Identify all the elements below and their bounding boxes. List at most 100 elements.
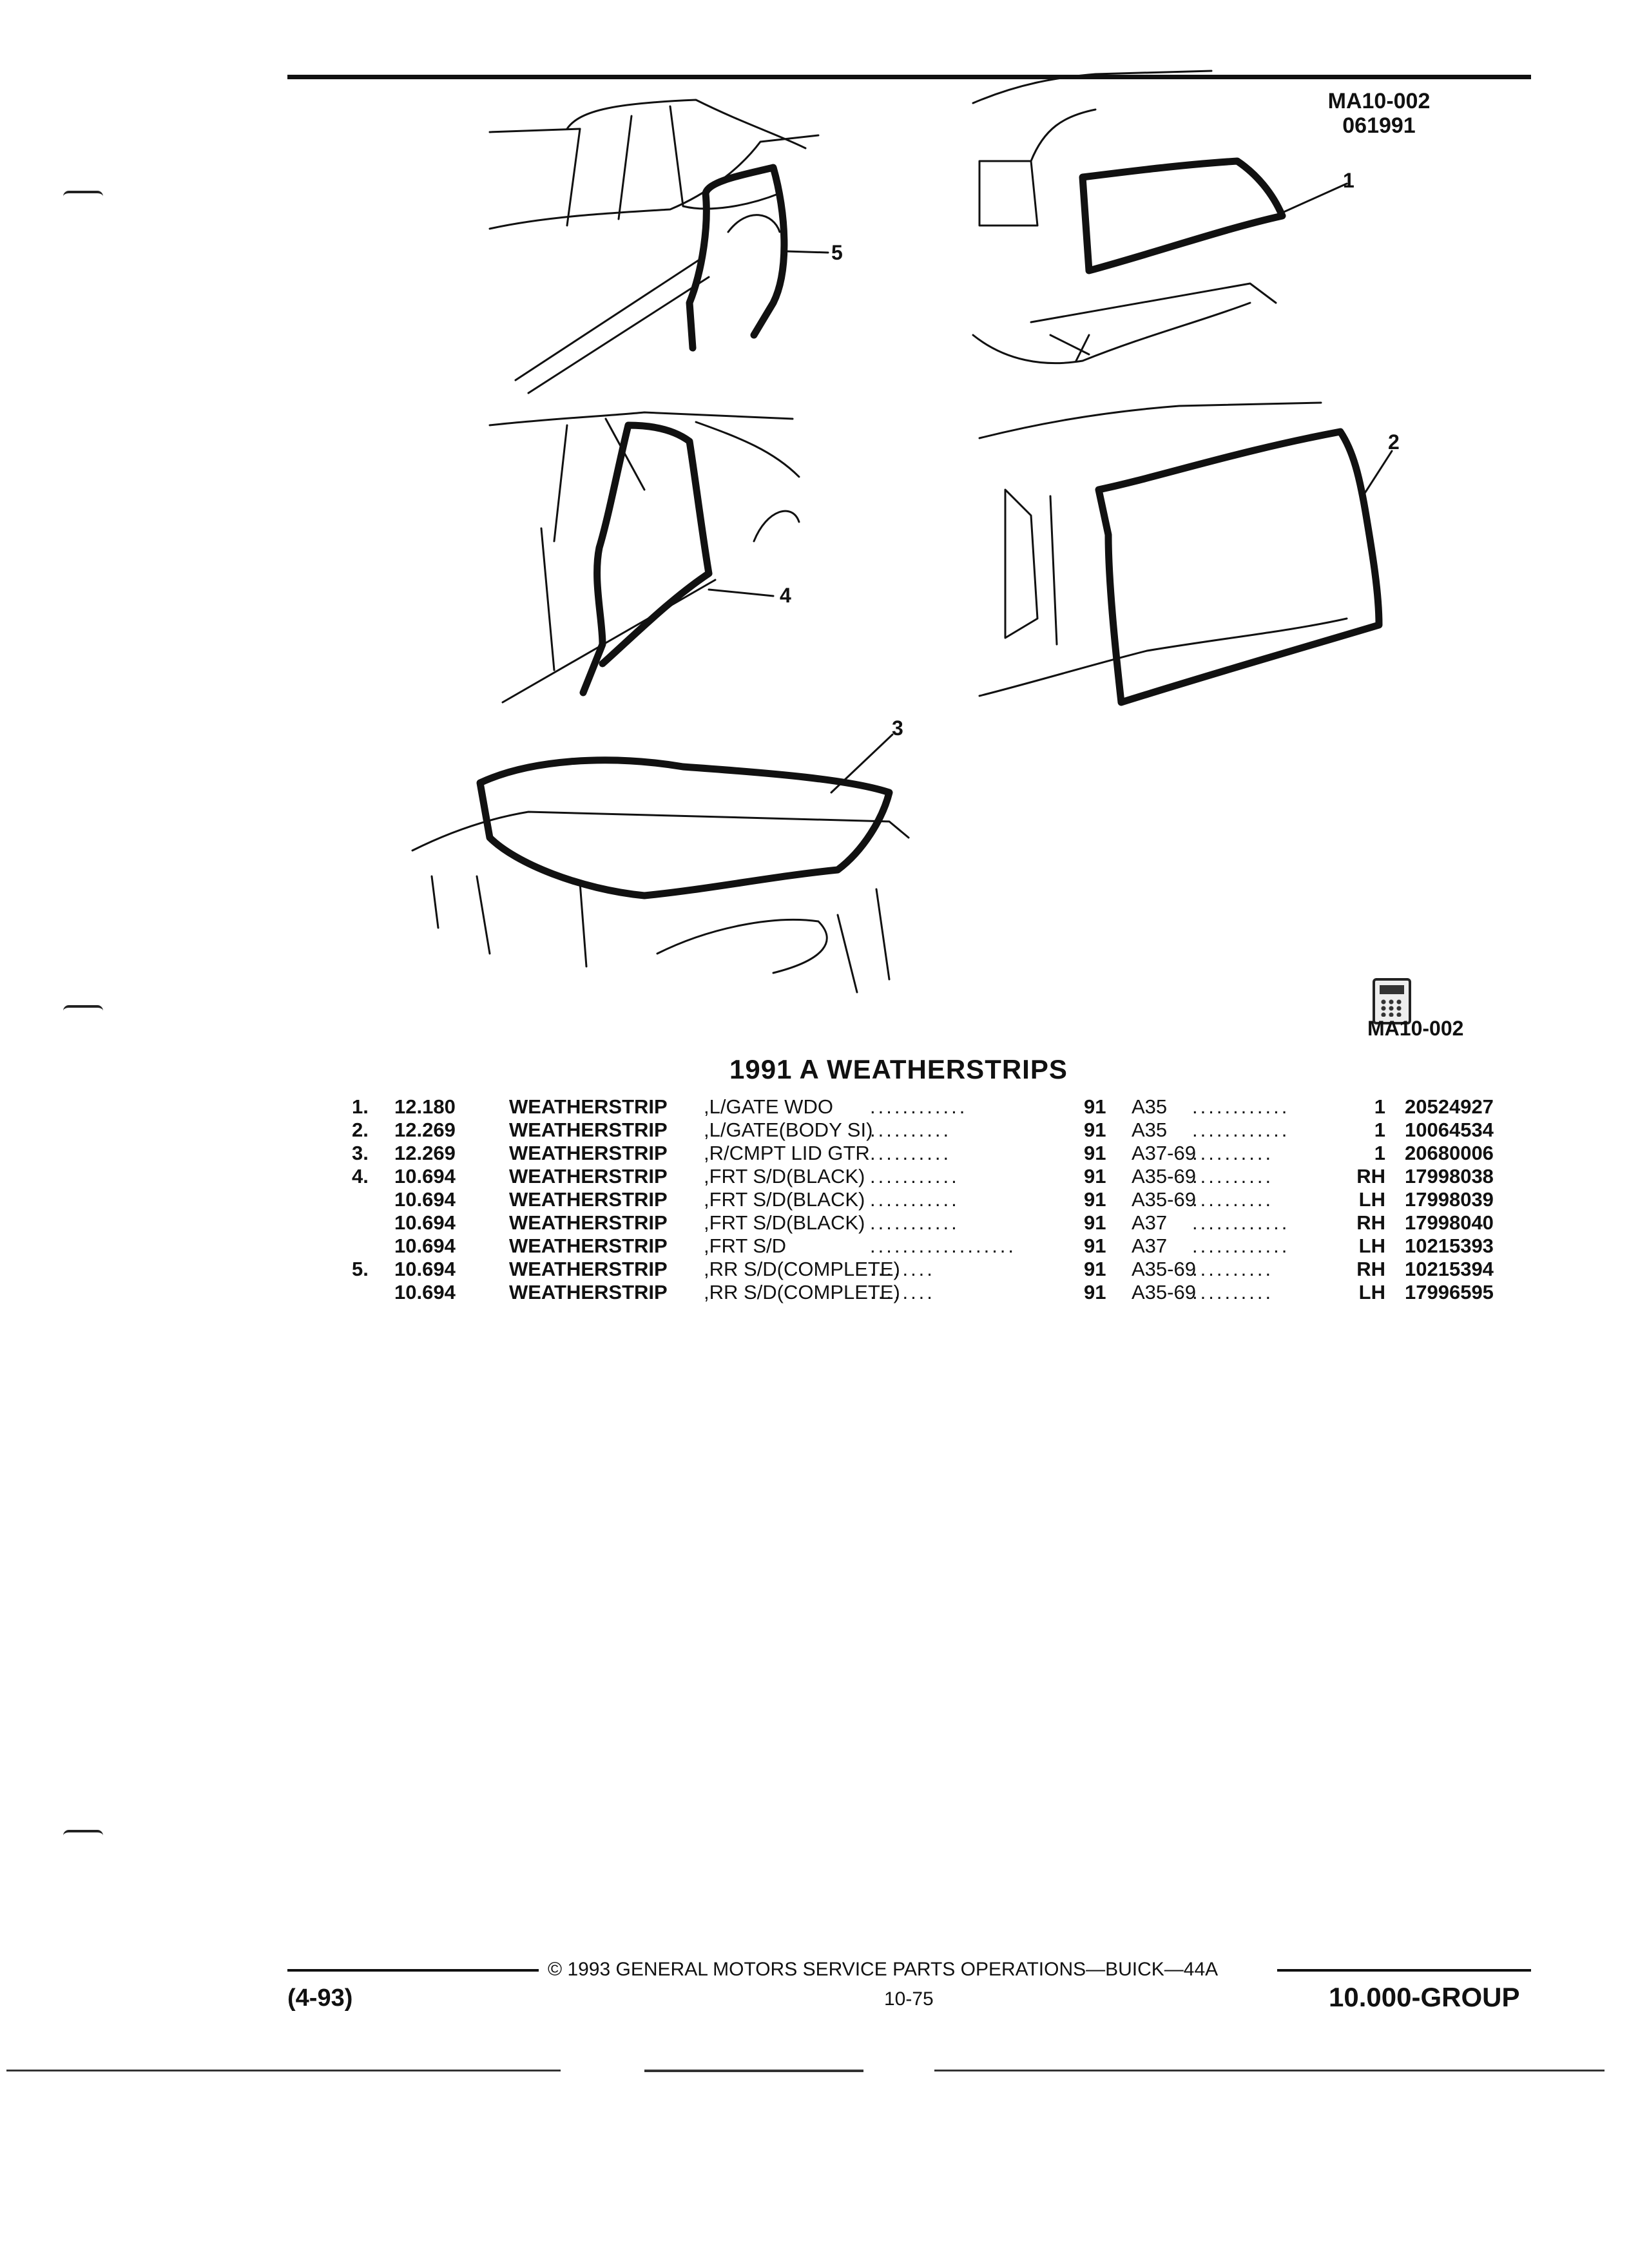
group-number: 10.694 — [394, 1235, 456, 1257]
quantity: LH — [1358, 1188, 1385, 1211]
item-number: 4. — [352, 1165, 369, 1187]
model-code: A35-69 — [1132, 1188, 1196, 1211]
part-row: 10.694 WEATHERSTRIP ,FRT S/D ...........… — [0, 1235, 1629, 1258]
scan-edge-line — [6, 2070, 561, 2071]
group-number: 12.180 — [394, 1095, 456, 1118]
quantity: RH — [1356, 1211, 1385, 1234]
dot-leader: ............ — [1192, 1095, 1290, 1118]
part-number: 20524927 — [1405, 1095, 1494, 1118]
part-name: WEATHERSTRIP — [509, 1119, 668, 1141]
model-year: 91 — [1084, 1095, 1106, 1118]
part-description: ,FRT S/D(BLACK) — [704, 1211, 865, 1234]
dot-leader: ............ — [1192, 1119, 1290, 1141]
footer-rule-left — [287, 1969, 539, 1972]
model-year: 91 — [1084, 1188, 1106, 1211]
dot-leader: ........ — [870, 1258, 935, 1280]
dot-leader: ............ — [1192, 1211, 1290, 1234]
hole-punch-mark — [63, 191, 103, 197]
cargo-opening-drawing — [978, 401, 1348, 697]
liftgate-window-drawing — [972, 70, 1277, 365]
hole-punch-mark — [63, 1005, 103, 1011]
part-number: 17998038 — [1405, 1165, 1494, 1187]
page-number: 10-75 — [884, 1988, 934, 2010]
group-number: 10.694 — [394, 1211, 456, 1234]
dot-leader: .......... — [1192, 1142, 1274, 1164]
dot-leader: ........ — [870, 1281, 935, 1303]
part-description: ,FRT S/D — [704, 1235, 787, 1257]
footer-date: (4-93) — [287, 1984, 353, 2012]
part-description: ,L/GATE WDO — [704, 1095, 833, 1118]
quantity: RH — [1356, 1258, 1385, 1280]
rear-door-drawing — [488, 99, 820, 394]
callout-5: 5 — [831, 241, 843, 264]
part-number: 17998039 — [1405, 1188, 1494, 1211]
dot-leader: .......... — [1192, 1165, 1274, 1187]
part-number: 17998040 — [1405, 1211, 1494, 1234]
model-year: 91 — [1084, 1235, 1106, 1257]
part-number: 17996595 — [1405, 1281, 1494, 1303]
part-row: 4. 10.694 WEATHERSTRIP ,FRT S/D(BLACK) .… — [0, 1165, 1629, 1188]
part-description: ,RR S/D(COMPLETE) — [704, 1281, 900, 1303]
rear-door-weatherstrip — [686, 164, 788, 352]
group-number: 12.269 — [394, 1142, 456, 1164]
part-name: WEATHERSTRIP — [509, 1211, 668, 1234]
part-row: 2. 12.269 WEATHERSTRIP ,L/GATE(BODY SI) … — [0, 1119, 1629, 1142]
part-name: WEATHERSTRIP — [509, 1235, 668, 1257]
part-description: ,L/GATE(BODY SI) — [704, 1119, 873, 1141]
callout-4: 4 — [780, 584, 791, 607]
item-number: 3. — [352, 1142, 369, 1164]
part-name: WEATHERSTRIP — [509, 1095, 668, 1118]
group-number: 10.694 — [394, 1188, 456, 1211]
figure-codes: MA10-002 061991 — [1315, 89, 1443, 138]
model-year: 91 — [1084, 1165, 1106, 1187]
group-number: 12.269 — [394, 1119, 456, 1141]
scan-edge-line — [934, 2070, 1605, 2071]
callout-2: 2 — [1388, 430, 1400, 454]
dot-leader: ............ — [1192, 1235, 1290, 1257]
scan-edge-line — [644, 2070, 863, 2072]
dot-leader: .......... — [870, 1119, 952, 1141]
weatherstrip-illustration — [411, 70, 1393, 994]
calculator-icon — [1373, 978, 1411, 1024]
dot-leader: ............ — [870, 1095, 968, 1118]
cargo-opening-weatherstrip — [1095, 428, 1383, 706]
dot-leader: .......... — [1192, 1281, 1274, 1303]
quantity: RH — [1356, 1165, 1385, 1187]
top-rule — [287, 75, 1531, 79]
model-year: 91 — [1084, 1211, 1106, 1234]
group-number: 10.694 — [394, 1258, 456, 1280]
dot-leader: ........... — [870, 1188, 959, 1211]
part-row: 10.694 WEATHERSTRIP ,FRT S/D(BLACK) ....… — [0, 1188, 1629, 1211]
model-code: A37 — [1132, 1235, 1168, 1257]
footer-copyright: © 1993 GENERAL MOTORS SERVICE PARTS OPER… — [548, 1959, 1219, 1980]
dot-leader: ........... — [870, 1211, 959, 1234]
part-description: ,FRT S/D(BLACK) — [704, 1188, 865, 1211]
liftgate-window-weatherstrip — [1079, 157, 1286, 274]
part-row: 3. 12.269 WEATHERSTRIP ,R/CMPT LID GTR .… — [0, 1142, 1629, 1165]
model-year: 91 — [1084, 1142, 1106, 1164]
model-year: 91 — [1084, 1119, 1106, 1141]
part-name: WEATHERSTRIP — [509, 1188, 668, 1211]
item-number: 1. — [352, 1095, 369, 1118]
trunk-lid-drawing — [411, 811, 910, 994]
dot-leader: .................. — [870, 1235, 1017, 1257]
figure-code: MA10-002 — [1327, 89, 1431, 113]
model-year: 91 — [1084, 1258, 1106, 1280]
model-code: A37-69 — [1132, 1142, 1196, 1164]
part-description: ,FRT S/D(BLACK) — [704, 1165, 865, 1187]
part-row: 5. 10.694 WEATHERSTRIP ,RR S/D(COMPLETE)… — [0, 1258, 1629, 1281]
item-number: 2. — [352, 1119, 369, 1141]
callout-1: 1 — [1343, 169, 1354, 192]
part-number: 10215393 — [1405, 1235, 1494, 1257]
footer-rule-right — [1277, 1969, 1531, 1972]
front-door-weatherstrip — [579, 421, 713, 697]
part-number: 10064534 — [1405, 1119, 1494, 1141]
part-number: 10215394 — [1405, 1258, 1494, 1280]
part-number: 20680006 — [1405, 1142, 1494, 1164]
part-description: ,R/CMPT LID GTR — [704, 1142, 870, 1164]
part-row: 10.694 WEATHERSTRIP ,RR S/D(COMPLETE) ..… — [0, 1281, 1629, 1304]
trunk-lid-weatherstrip — [476, 756, 893, 899]
group-number: 10.694 — [394, 1165, 456, 1187]
model-code: A35 — [1132, 1119, 1168, 1141]
quantity: LH — [1358, 1281, 1385, 1303]
